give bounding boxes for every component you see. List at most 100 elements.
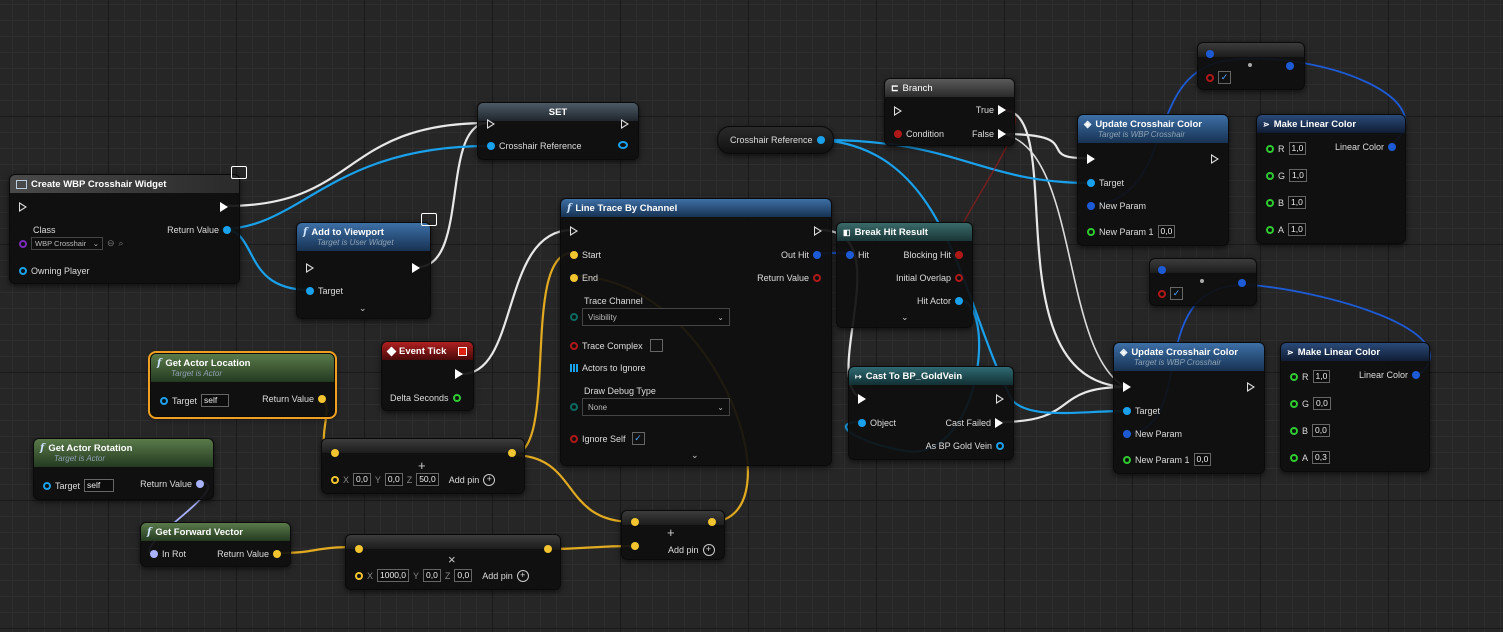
chevron-down-icon[interactable]: ⌄: [359, 303, 367, 313]
class-dropdown[interactable]: WBP Crosshair⌄: [31, 237, 103, 250]
mul-add-pin-label[interactable]: Add pin: [482, 570, 513, 581]
chevron-down-icon[interactable]: ⌄: [691, 450, 699, 460]
mul-y-box[interactable]: 0,0: [423, 569, 441, 582]
exec-in-pin[interactable]: [19, 202, 27, 212]
add-vector-header[interactable]: [322, 439, 524, 453]
update2-new-param1-pin[interactable]: New Param 1 0,0: [1123, 453, 1212, 466]
update2-exec-out[interactable]: [1247, 382, 1255, 392]
bool-reroute-2-header[interactable]: [1150, 259, 1256, 273]
mul-x-box[interactable]: 1000,0: [377, 569, 410, 582]
update1-new-param1-pin[interactable]: New Param 1 0,0: [1087, 225, 1176, 238]
mul-add-pin-plus-icon[interactable]: +: [516, 569, 529, 582]
in-rot-pin[interactable]: In Rot: [150, 549, 186, 559]
draw-debug-pin[interactable]: Draw Debug Type None⌄: [570, 386, 730, 416]
return-value-pin[interactable]: Return Value: [167, 225, 231, 235]
add-z-box[interactable]: 50,0: [416, 473, 439, 486]
reroute1-bool-pin[interactable]: ✓: [1206, 71, 1231, 84]
make-color-1-header[interactable]: ⋗ Make Linear Color: [1257, 115, 1405, 133]
cast-failed-pin[interactable]: Cast Failed: [945, 418, 1003, 428]
rotation-target-pin[interactable]: Target self: [43, 479, 115, 492]
update2-target-pin[interactable]: Target: [1123, 406, 1160, 416]
cast-header[interactable]: ↦ Cast To BP_GoldVein: [849, 367, 1013, 385]
location-return-pin[interactable]: Return Value: [262, 394, 326, 404]
branch-condition-pin[interactable]: Condition: [894, 129, 944, 139]
reroute1-in-pin[interactable]: [1206, 50, 1214, 58]
update-crosshair-node-2[interactable]: ◈Update Crosshair Color Target is WBP Cr…: [1113, 342, 1265, 474]
rotation-self-box[interactable]: self: [84, 479, 115, 492]
break-hit-in-pin[interactable]: Hit: [846, 250, 869, 260]
update-crosshair-2-header[interactable]: ◈Update Crosshair Color Target is WBP Cr…: [1114, 343, 1264, 371]
add-x-box[interactable]: 0,0: [353, 473, 371, 486]
trace-complex-checkbox[interactable]: [649, 339, 663, 352]
blocking-hit-pin[interactable]: Blocking Hit: [903, 250, 963, 260]
branch-header[interactable]: ⊏ Branch: [885, 79, 1014, 97]
color2-b-box[interactable]: 0,0: [1312, 424, 1330, 437]
reroute1-checkbox[interactable]: ✓: [1218, 71, 1231, 84]
location-target-pin[interactable]: Target self: [160, 394, 230, 407]
trace-return-pin[interactable]: Return Value: [757, 273, 821, 283]
update-crosshair-1-header[interactable]: ◈Update Crosshair Color Target is WBP Cr…: [1078, 115, 1228, 143]
mul-out-pin[interactable]: [544, 545, 552, 553]
color1-a-box[interactable]: 1,0: [1288, 223, 1306, 236]
add2-b-pin[interactable]: [631, 542, 639, 550]
cast-as-pin[interactable]: As BP Gold Vein: [926, 441, 1004, 451]
add2-add-pin[interactable]: Add pin +: [668, 544, 715, 556]
set-crosshair-ref-pin[interactable]: Crosshair Reference: [487, 141, 582, 151]
branch-true-pin[interactable]: True: [976, 105, 1006, 115]
add2-out-pin[interactable]: [708, 518, 716, 526]
update2-new-param-pin[interactable]: New Param: [1123, 429, 1182, 439]
set-exec-out[interactable]: [621, 119, 629, 129]
reroute1-out-pin[interactable]: [1286, 62, 1294, 70]
actors-to-ignore-pin[interactable]: Actors to Ignore: [570, 363, 646, 373]
color2-out-pin[interactable]: Linear Color: [1359, 370, 1420, 380]
branch-false-pin[interactable]: False: [972, 129, 1006, 139]
owning-player-pin[interactable]: Owning Player: [19, 266, 90, 276]
ignore-self-pin[interactable]: Ignore Self ✓: [570, 432, 645, 445]
line-trace-node[interactable]: f Line Trace By Channel Start Out Hit En…: [560, 198, 832, 466]
color2-a-box[interactable]: 0,3: [1312, 451, 1330, 464]
branch-exec-in[interactable]: [894, 106, 902, 116]
initial-overlap-pin[interactable]: Initial Overlap: [896, 273, 963, 283]
set-header[interactable]: SET: [478, 103, 638, 121]
update-crosshair-node-1[interactable]: ◈Update Crosshair Color Target is WBP Cr…: [1077, 114, 1229, 246]
event-tick-header[interactable]: Event Tick: [382, 342, 473, 360]
add-pin-plus-icon[interactable]: +: [483, 473, 496, 486]
hit-actor-pin[interactable]: Hit Actor: [917, 296, 963, 306]
event-tick-exec-out[interactable]: [455, 369, 463, 379]
trace-complex-pin[interactable]: Trace Complex: [570, 339, 663, 352]
get-forward-vector-node[interactable]: f Get Forward Vector In Rot Return Value: [140, 522, 291, 567]
cast-exec-in[interactable]: [858, 394, 866, 404]
get-forward-vector-header[interactable]: f Get Forward Vector: [141, 523, 290, 541]
trace-start-pin[interactable]: Start: [570, 250, 601, 260]
reroute2-bool-pin[interactable]: ✓: [1158, 287, 1183, 300]
cast-exec-out[interactable]: [996, 394, 1004, 404]
color2-r-box[interactable]: 1,0: [1312, 370, 1331, 383]
color1-out-pin[interactable]: Linear Color: [1335, 142, 1396, 152]
reroute2-checkbox[interactable]: ✓: [1170, 287, 1183, 300]
break-hit-node[interactable]: ◧ Break Hit Result Hit Blocking Hit Init…: [836, 222, 973, 328]
mul-z-box[interactable]: 0,0: [454, 569, 473, 582]
create-widget-node[interactable]: Create WBP Crosshair Widget Class WBP Cr…: [9, 174, 240, 284]
trace-out-hit-pin[interactable]: Out Hit: [781, 250, 821, 260]
delta-seconds-pin[interactable]: Delta Seconds: [390, 393, 461, 403]
forward-return-pin[interactable]: Return Value: [217, 549, 281, 559]
add2-plus-icon[interactable]: +: [702, 544, 715, 556]
add2-a-pin[interactable]: [631, 518, 639, 526]
reroute2-in-pin[interactable]: [1158, 266, 1166, 274]
set-crosshair-out[interactable]: [618, 141, 628, 149]
bool-reroute-node-1[interactable]: ✓: [1197, 42, 1305, 90]
chevron-down-icon[interactable]: ⌄: [901, 312, 909, 322]
update1-target-pin[interactable]: Target: [1087, 178, 1124, 188]
branch-node[interactable]: ⊏ Branch True Condition False: [884, 78, 1015, 146]
mul-a-pin[interactable]: [355, 545, 363, 553]
create-widget-header[interactable]: Create WBP Crosshair Widget: [10, 175, 239, 193]
crosshair-ref-getter-pin[interactable]: Crosshair Reference: [730, 135, 825, 145]
